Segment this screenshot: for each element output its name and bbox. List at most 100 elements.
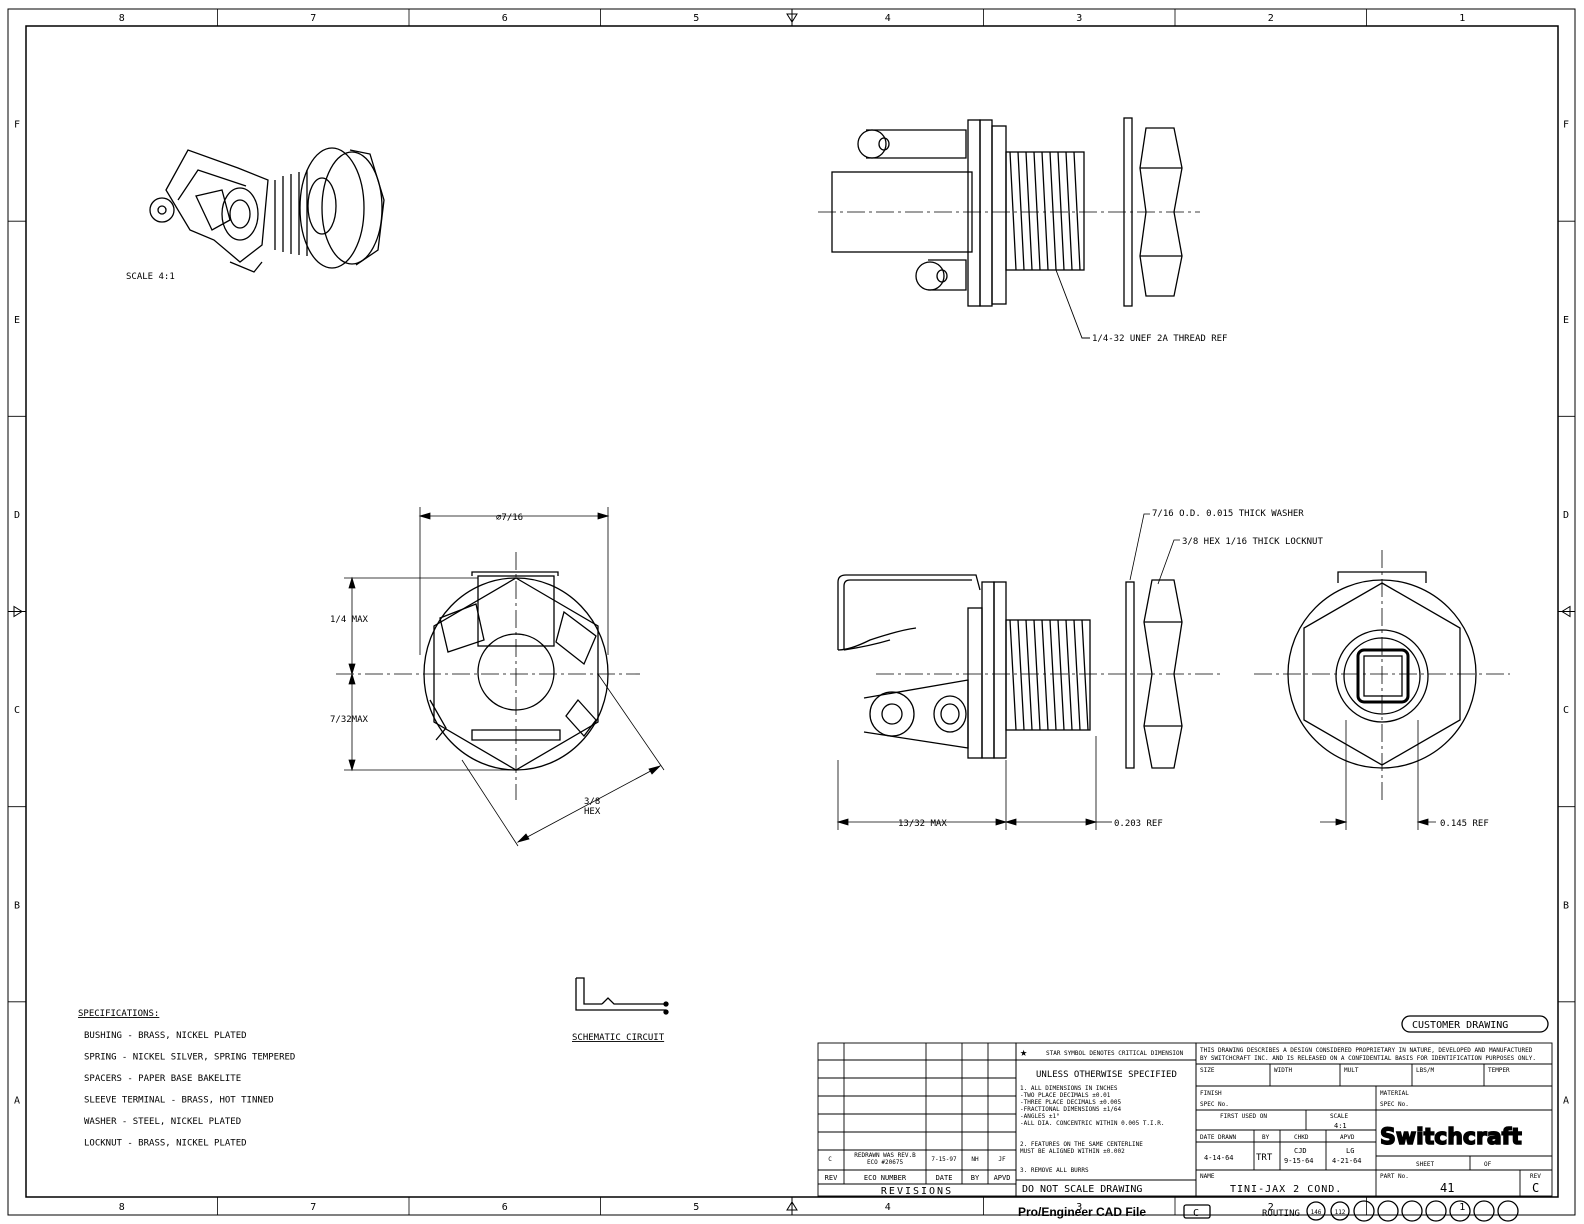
zone-col-top: 3 xyxy=(1076,13,1082,24)
rev-row-by: NH xyxy=(971,1156,979,1163)
dim-0203-ref: 0.203 REF xyxy=(1114,819,1163,829)
part-number: 41 xyxy=(1440,1181,1454,1195)
rev-header-by: BY xyxy=(971,1174,980,1182)
spec-no-label: SPEC No. xyxy=(1200,1101,1229,1108)
of-label: OF xyxy=(1484,1161,1492,1168)
note-line: -ANGLES ±1° xyxy=(1020,1113,1060,1120)
zone-row-left: A xyxy=(14,1095,20,1106)
cad-file-label: Pro/Engineer CAD File xyxy=(1018,1205,1146,1219)
center-mark-left xyxy=(8,605,26,618)
star-icon: ★ xyxy=(1020,1045,1027,1059)
first-used-on-label: FIRST USED ON xyxy=(1220,1113,1267,1120)
zone-row-right: D xyxy=(1563,510,1569,521)
rev-row-date: 7-15-97 xyxy=(931,1156,957,1163)
dim-0145-ref: 0.145 REF xyxy=(1440,819,1489,829)
width-label: WIDTH xyxy=(1274,1067,1292,1074)
zone-row-left: B xyxy=(14,900,20,911)
thread-leader xyxy=(1055,269,1090,339)
apvd-value-1: LG xyxy=(1346,1147,1354,1155)
rev-header-apvd: APVD xyxy=(994,1174,1011,1182)
rev-row-eco-1: REDRAWN WAS REV.B xyxy=(854,1152,916,1159)
note-line: 3. REMOVE ALL BURRS xyxy=(1020,1167,1089,1174)
name-label: NAME xyxy=(1200,1173,1215,1180)
zone-col-top: 2 xyxy=(1268,13,1274,24)
end-view xyxy=(1254,550,1510,800)
mult-label: MULT xyxy=(1344,1067,1359,1074)
zone-row-right: C xyxy=(1563,705,1569,716)
zone-col-bottom: 4 xyxy=(885,1202,891,1213)
center-mark-top xyxy=(786,9,798,26)
locknut-note: 3/8 HEX 1/16 THICK LOCKNUT xyxy=(1182,537,1323,547)
dim-13-32-max: 13/32 MAX xyxy=(898,819,947,829)
note-line: MUST BE ALIGNED WITHIN ±0.002 xyxy=(1020,1148,1125,1155)
title-block xyxy=(1195,1042,1553,1197)
part-no-label: PART No. xyxy=(1380,1173,1409,1180)
routing-label: ROUTING xyxy=(1262,1209,1300,1219)
proprietary-line-1: THIS DRAWING DESCRIBES A DESIGN CONSIDER… xyxy=(1200,1047,1533,1054)
note-line: -TWO PLACE DECIMALS ±0.01 xyxy=(1020,1092,1111,1099)
size-label: SIZE xyxy=(1200,1067,1215,1074)
zone-col-bottom: 8 xyxy=(119,1202,125,1213)
zone-col-top: 7 xyxy=(310,13,316,24)
spec-item: BUSHING - BRASS, NICKEL PLATED xyxy=(84,1031,247,1041)
dim-hex-size: 3/8 xyxy=(584,797,600,807)
apvd-value-2: 4-21-64 xyxy=(1332,1157,1362,1165)
rev-label: REV xyxy=(1530,1173,1541,1180)
rev-row-eco-2: ECO #20675 xyxy=(867,1159,904,1166)
zone-col-top: 8 xyxy=(119,13,125,24)
date-drawn-value: 4-14-64 xyxy=(1204,1154,1234,1162)
cad-mark-box xyxy=(1183,1204,1211,1219)
temper-label: TEMPER xyxy=(1488,1067,1510,1074)
routing-circle xyxy=(1473,1200,1495,1222)
routing-circle xyxy=(1330,1201,1350,1221)
revisions-title: REVISIONS xyxy=(881,1186,953,1197)
note-line: -THREE PLACE DECIMALS ±0.005 xyxy=(1020,1099,1122,1106)
bottom-side-view xyxy=(837,574,1220,769)
dim-diameter-label: ⌀7/16 xyxy=(496,513,523,523)
specifications-list: BUSHING - BRASS, NICKEL PLATED SPRING - N… xyxy=(84,1031,295,1149)
apvd-label: APVD xyxy=(1340,1134,1355,1141)
zone-row-left: D xyxy=(14,510,20,521)
part-name: TINI-JAX 2 COND. xyxy=(1230,1184,1342,1195)
end-view-dims xyxy=(1320,720,1436,830)
sheet-label: SHEET xyxy=(1416,1161,1434,1168)
zone-col-top: 6 xyxy=(502,13,508,24)
spec-item: WASHER - STEEL, NICKEL PLATED xyxy=(84,1117,241,1127)
zone-row-left: C xyxy=(14,705,20,716)
center-mark-right xyxy=(1558,605,1575,618)
routing-circle xyxy=(1401,1200,1423,1222)
finish-label: FINISH xyxy=(1200,1090,1222,1097)
material-label: MATERIAL xyxy=(1380,1090,1409,1097)
center-mark-bottom xyxy=(786,1197,798,1215)
unless-otherwise: UNLESS OTHERWISE SPECIFIED xyxy=(1036,1070,1177,1080)
by-label: BY xyxy=(1262,1134,1270,1141)
schematic-title: SCHEMATIC CIRCUIT xyxy=(572,1033,665,1043)
routing-code: 112 xyxy=(1335,1209,1346,1216)
date-drawn-label: DATE DRAWN xyxy=(1200,1134,1237,1141)
zone-col-top: 5 xyxy=(693,13,699,24)
spec-item: SPRING - NICKEL SILVER, SPRING TEMPERED xyxy=(84,1053,295,1063)
zone-col-top: 1 xyxy=(1459,13,1465,24)
note-line: -ALL DIA. CONCENTRIC WITHIN 0.005 T.I.R. xyxy=(1020,1120,1165,1127)
isometric-view xyxy=(149,147,385,273)
routing-circle xyxy=(1353,1200,1375,1222)
do-not-scale: DO NOT SCALE DRAWING xyxy=(1022,1184,1142,1195)
front-view xyxy=(336,552,640,800)
spec-item: SPACERS - PAPER BASE BAKELITE xyxy=(84,1074,241,1084)
chkd-label: CHKD xyxy=(1294,1134,1309,1141)
spec-item: SLEEVE TERMINAL - BRASS, HOT TINNED xyxy=(84,1096,274,1106)
notes-lines: 1. ALL DIMENSIONS IN INCHES -TWO PLACE D… xyxy=(1020,1085,1165,1174)
note-line: 2. FEATURES ON THE SAME CENTERLINE xyxy=(1020,1141,1143,1148)
bottom-side-dims xyxy=(836,513,1180,830)
rev-row-apvd: JF xyxy=(998,1156,1006,1163)
customer-drawing-label: CUSTOMER DRAWING xyxy=(1412,1020,1508,1031)
spec-no-label-2: SPEC No. xyxy=(1380,1101,1409,1108)
iso-scale-label: SCALE 4:1 xyxy=(126,272,175,282)
cad-mark: C xyxy=(1193,1208,1199,1219)
zone-col-top: 4 xyxy=(885,13,891,24)
routing-circle xyxy=(1377,1200,1399,1222)
note-line: -FRACTIONAL DIMENSIONS ±1/64 xyxy=(1020,1106,1122,1113)
